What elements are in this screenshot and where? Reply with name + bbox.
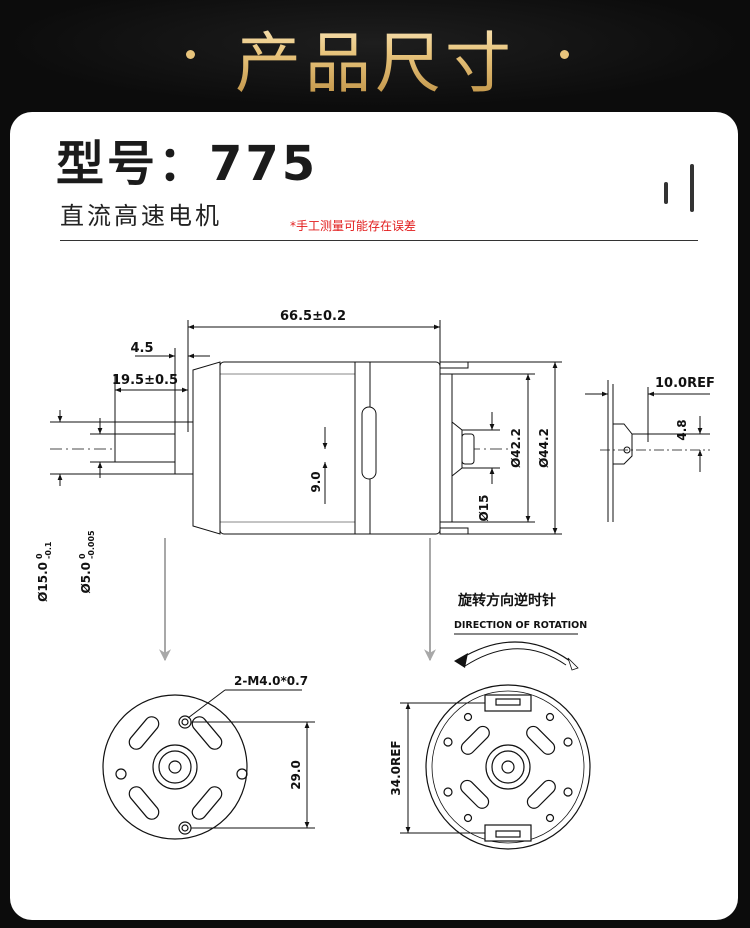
dim-hole-spacing: 29.0 bbox=[289, 760, 303, 790]
decorative-dot bbox=[560, 50, 569, 59]
measurement-note: *手工测量可能存在误差 bbox=[290, 219, 417, 233]
dim-shaft-step: 4.5 bbox=[130, 341, 153, 356]
dim-diameter-42: Ø42.2 bbox=[509, 428, 523, 468]
dim-diameter-44: Ø44.2 bbox=[537, 428, 551, 468]
model-title: 型号：775 bbox=[56, 136, 319, 192]
dim-boss-tol-lower: -0.1 bbox=[44, 541, 53, 559]
dim-terminal-height: 4.8 bbox=[675, 419, 689, 440]
motor-front-view bbox=[102, 689, 315, 840]
terminal-detail bbox=[585, 380, 710, 522]
dim-shaft-tol-upper: 0 bbox=[78, 553, 87, 559]
dim-boss-diameter: Ø15.0 bbox=[36, 562, 50, 602]
dim-brush-ref: 34.0REF bbox=[389, 740, 403, 795]
decorative-bar bbox=[664, 182, 668, 204]
technical-drawing: 66.5±0.2 4.5 19.5±0.5 Ø15.0 0 -0.1 Ø5.0 … bbox=[35, 309, 715, 850]
motor-side-view bbox=[50, 320, 562, 535]
motor-rear-view bbox=[400, 684, 591, 850]
dim-screw-holes: 2-M4.0*0.7 bbox=[234, 674, 308, 688]
decorative-bar bbox=[690, 164, 694, 212]
product-subtitle: 直流高速电机 bbox=[60, 202, 222, 230]
page-title: 产品尺寸 bbox=[0, 10, 750, 106]
dim-offset: 9.0 bbox=[309, 471, 323, 492]
dim-diameter-15: Ø15 bbox=[477, 495, 491, 522]
header-banner: 产品尺寸 bbox=[0, 0, 750, 108]
dim-shaft-diameter: Ø5.0 bbox=[79, 562, 93, 593]
spec-card: 型号：775 直流高速电机 *手工测量可能存在误差 bbox=[10, 112, 738, 920]
rotation-label-en: DIRECTION OF ROTATION bbox=[454, 620, 587, 631]
rotation-label-cn: 旋转方向逆时针 bbox=[457, 592, 556, 609]
dim-boss-tol-upper: 0 bbox=[35, 553, 44, 559]
rotation-arrow-icon bbox=[454, 641, 579, 671]
decorative-dot bbox=[186, 50, 195, 59]
dim-shaft-length: 19.5±0.5 bbox=[112, 373, 178, 388]
dim-shaft-tol-lower: -0.005 bbox=[87, 530, 96, 559]
dim-total-length: 66.5±0.2 bbox=[280, 309, 346, 324]
divider bbox=[60, 240, 698, 241]
dim-terminal-ref: 10.0REF bbox=[655, 376, 715, 391]
